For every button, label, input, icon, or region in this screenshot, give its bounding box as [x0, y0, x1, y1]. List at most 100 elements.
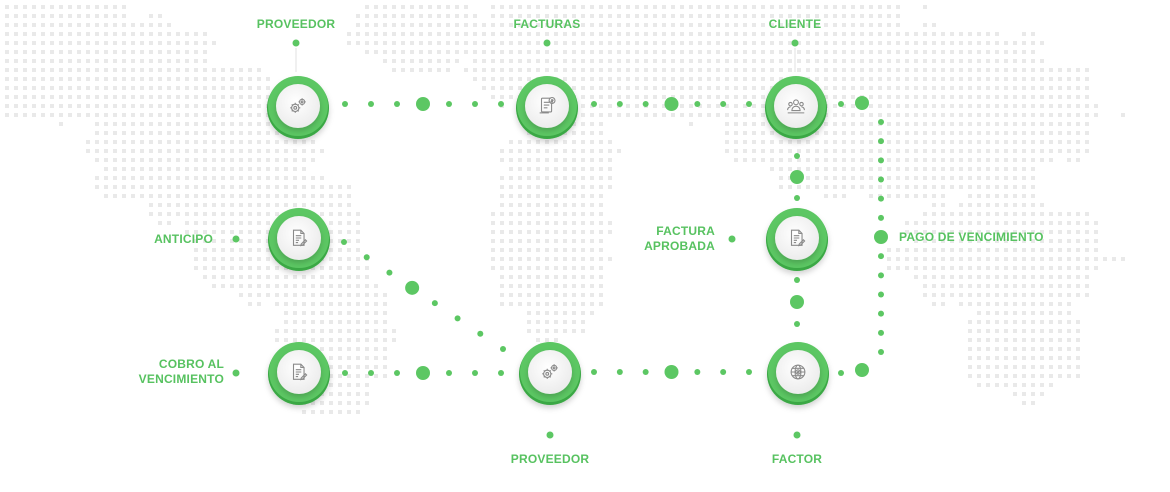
- map-dot: [914, 230, 918, 234]
- map-dot: [1067, 275, 1071, 279]
- map-dot: [5, 77, 9, 81]
- map-dot: [599, 248, 603, 252]
- map-dot: [833, 5, 837, 9]
- map-dot: [59, 50, 63, 54]
- map-dot: [662, 59, 666, 63]
- map-dot: [1022, 392, 1026, 396]
- map-dot: [464, 14, 468, 18]
- map-dot: [509, 149, 513, 153]
- map-dot: [833, 86, 837, 90]
- map-dot: [221, 284, 225, 288]
- map-dot: [500, 5, 504, 9]
- map-dot: [833, 194, 837, 198]
- map-dot: [590, 131, 594, 135]
- map-dot: [950, 113, 954, 117]
- map-dot: [230, 275, 234, 279]
- map-dot: [968, 239, 972, 243]
- map-dot: [23, 14, 27, 18]
- label-cobro-line-1: COBRO AL: [158, 357, 224, 371]
- map-dot: [140, 95, 144, 99]
- map-dot: [230, 257, 234, 261]
- map-dot: [860, 167, 864, 171]
- map-dot: [1022, 401, 1026, 405]
- map-dot: [257, 221, 261, 225]
- map-dot: [671, 50, 675, 54]
- map-dot: [950, 158, 954, 162]
- map-dot: [554, 293, 558, 297]
- map-dot: [212, 221, 216, 225]
- map-dot: [932, 221, 936, 225]
- map-dot: [617, 32, 621, 36]
- map-dot: [320, 185, 324, 189]
- map-dot: [419, 14, 423, 18]
- map-dot: [536, 221, 540, 225]
- map-dot: [5, 95, 9, 99]
- map-dot: [212, 167, 216, 171]
- map-dot: [653, 86, 657, 90]
- map-dot: [563, 284, 567, 288]
- map-dot: [311, 176, 315, 180]
- map-dot: [950, 176, 954, 180]
- map-dot: [590, 176, 594, 180]
- map-dot: [1040, 95, 1044, 99]
- map-dot: [536, 284, 540, 288]
- map-dot: [806, 5, 810, 9]
- map-dot: [122, 167, 126, 171]
- map-dot: [806, 140, 810, 144]
- map-dot: [824, 122, 828, 126]
- map-dot: [959, 176, 963, 180]
- map-dot: [545, 329, 549, 333]
- map-dot: [878, 104, 882, 108]
- map-dot: [338, 266, 342, 270]
- map-dot: [968, 131, 972, 135]
- map-dot: [914, 59, 918, 63]
- map-dot: [302, 329, 306, 333]
- map-dot: [977, 104, 981, 108]
- map-dot: [536, 338, 540, 342]
- map-dot: [527, 266, 531, 270]
- label-pago-de-vencimiento: PAGO DE VENCIMIENTO: [899, 230, 1044, 244]
- map-dot: [770, 59, 774, 63]
- map-dot: [932, 284, 936, 288]
- map-dot: [482, 86, 486, 90]
- map-dot: [1067, 311, 1071, 315]
- map-dot: [842, 194, 846, 198]
- map-dot: [221, 131, 225, 135]
- map-dot: [1031, 257, 1035, 261]
- map-dot: [536, 32, 540, 36]
- map-dot: [284, 149, 288, 153]
- map-dot: [302, 203, 306, 207]
- map-dot: [338, 185, 342, 189]
- map-dot: [383, 320, 387, 324]
- map-dot: [950, 185, 954, 189]
- map-dot: [194, 158, 198, 162]
- map-dot: [149, 95, 153, 99]
- map-dot: [59, 95, 63, 99]
- map-dot: [410, 14, 414, 18]
- map-dot: [995, 158, 999, 162]
- map-dot: [1013, 302, 1017, 306]
- map-dot: [950, 140, 954, 144]
- map-dot: [923, 248, 927, 252]
- map-dot: [986, 347, 990, 351]
- map-dot: [995, 347, 999, 351]
- map-dot: [941, 104, 945, 108]
- map-dot: [383, 23, 387, 27]
- map-dot: [140, 185, 144, 189]
- map-dot: [401, 14, 405, 18]
- map-dot: [662, 77, 666, 81]
- map-dot: [1022, 41, 1026, 45]
- connector-dot: [642, 101, 649, 107]
- map-dot: [1040, 230, 1044, 234]
- map-dot: [500, 248, 504, 252]
- map-dot: [230, 176, 234, 180]
- map-dot: [1013, 140, 1017, 144]
- map-dot: [239, 68, 243, 72]
- map-dot: [509, 140, 513, 144]
- map-dot: [608, 32, 612, 36]
- connector-dot: [694, 101, 701, 107]
- map-dot: [536, 293, 540, 297]
- map-dot: [446, 32, 450, 36]
- map-dot: [986, 140, 990, 144]
- map-dot: [932, 122, 936, 126]
